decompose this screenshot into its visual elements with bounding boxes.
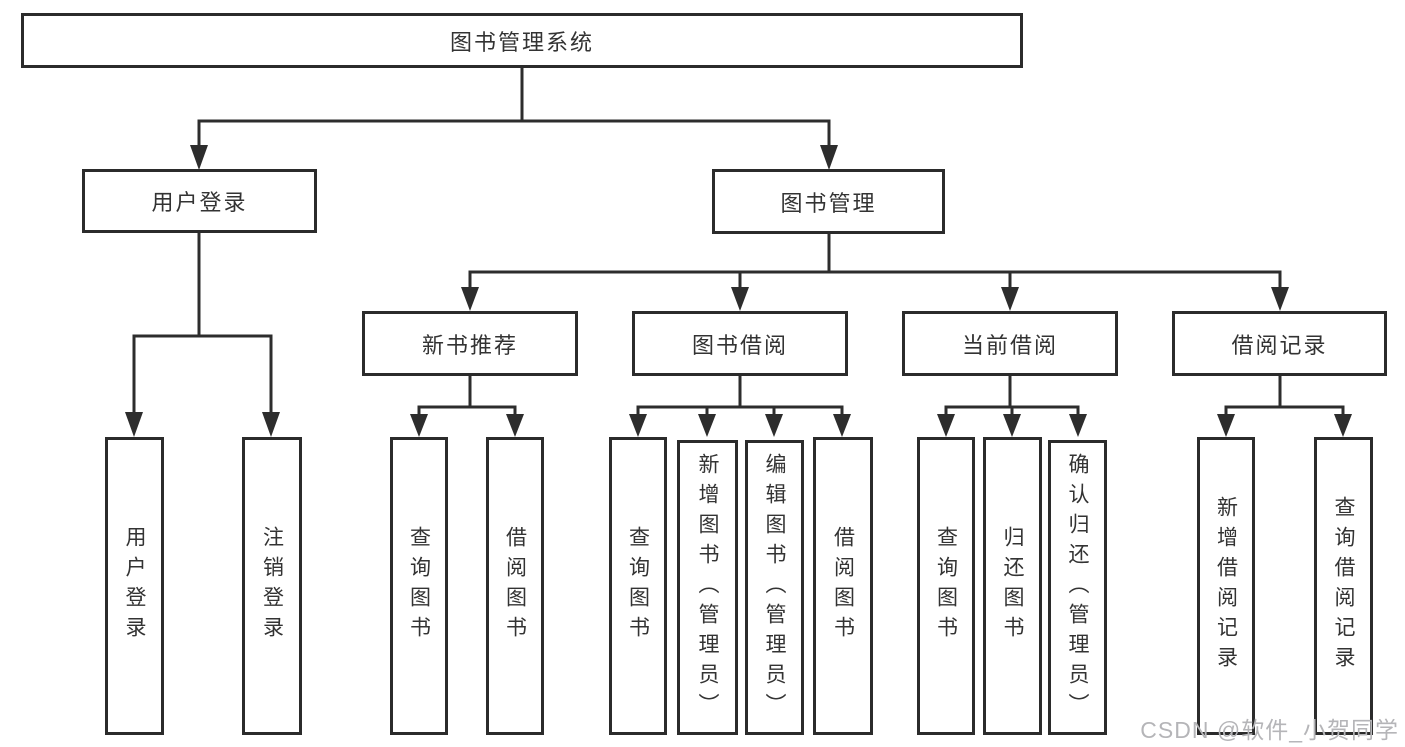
leaf-query-book-a: 查询图书 (390, 437, 448, 735)
leaf-query-book-b: 查询图书 (609, 437, 667, 735)
node-library-system: 图书管理系统 (21, 13, 1023, 68)
leaf-confirm-return-admin: 确认归还（管理员） (1048, 440, 1107, 735)
leaf-logout: 注销登录 (242, 437, 302, 735)
leaf-query-borrow-record: 查询借阅记录 (1314, 437, 1373, 735)
node-current-borrow: 当前借阅 (902, 311, 1118, 376)
leaf-borrow-book-a: 借阅图书 (486, 437, 544, 735)
node-book-management: 图书管理 (712, 169, 945, 234)
leaf-add-borrow-record: 新增借阅记录 (1197, 437, 1255, 735)
watermark-text: CSDN @软件_小贺同学 (1140, 717, 1399, 743)
leaf-edit-book-admin: 编辑图书（管理员） (745, 440, 804, 735)
node-user-login: 用户登录 (82, 169, 317, 233)
leaf-add-book-admin: 新增图书（管理员） (677, 440, 738, 735)
leaf-borrow-book-b: 借阅图书 (813, 437, 873, 735)
node-borrow-record: 借阅记录 (1172, 311, 1387, 376)
leaf-user-login: 用户登录 (105, 437, 164, 735)
leaf-query-book-c: 查询图书 (917, 437, 975, 735)
node-new-book-recommend: 新书推荐 (362, 311, 578, 376)
leaf-return-book: 归还图书 (983, 437, 1042, 735)
node-book-borrow: 图书借阅 (632, 311, 848, 376)
